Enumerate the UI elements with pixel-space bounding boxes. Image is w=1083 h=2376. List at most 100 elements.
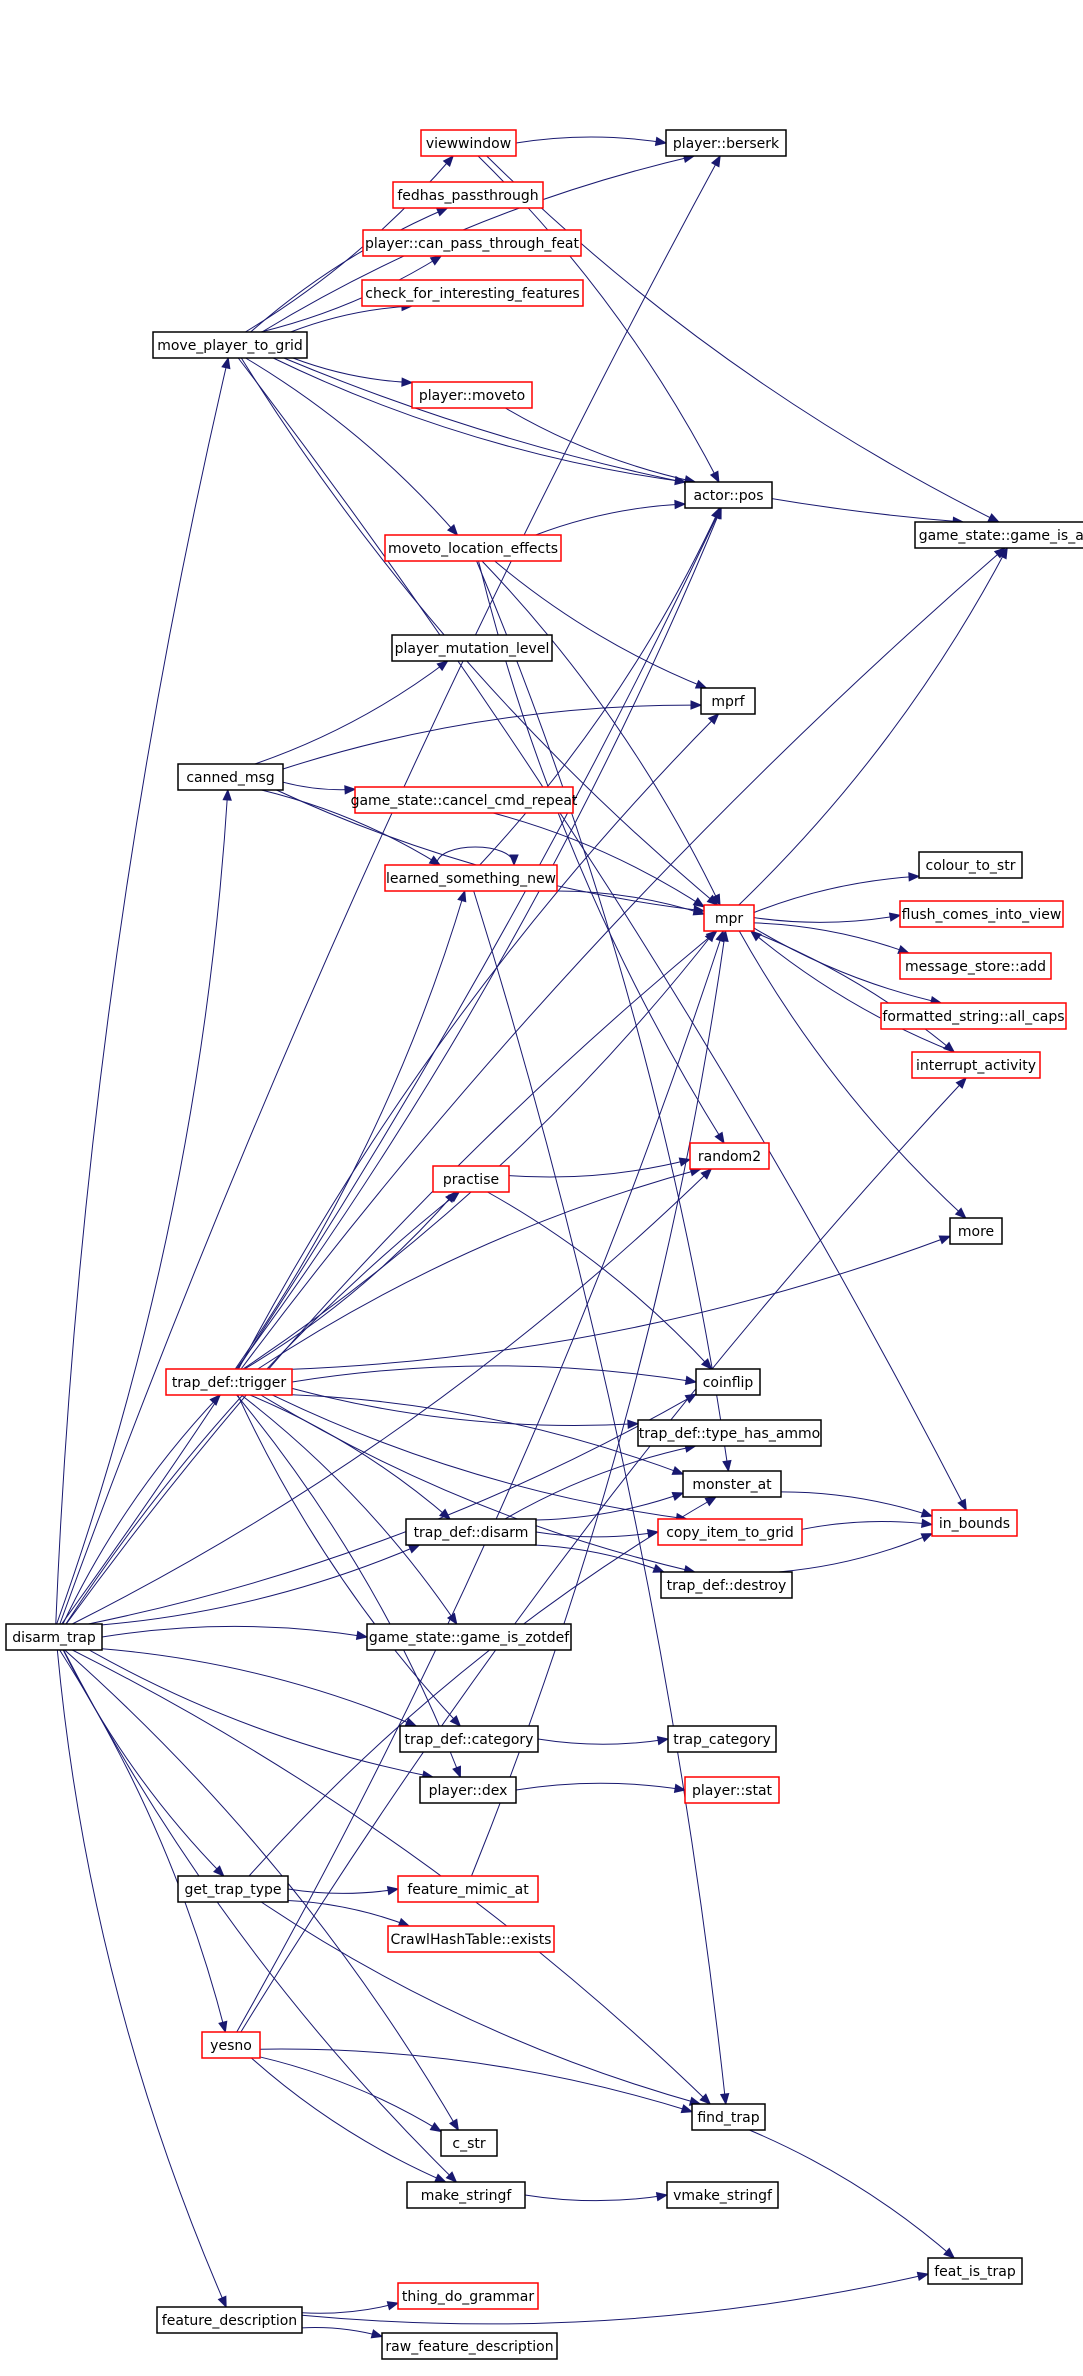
node-feature-mimic-at[interactable]: feature_mimic_at: [397, 1875, 539, 1903]
node-box[interactable]: [177, 763, 284, 791]
node-canned-msg[interactable]: canned_msg: [177, 763, 284, 791]
node-box[interactable]: [880, 1002, 1067, 1030]
node-colour-to-str[interactable]: colour_to_str: [918, 851, 1023, 879]
node-box[interactable]: [177, 1875, 289, 1903]
node-box[interactable]: [392, 181, 544, 209]
node-game-state-cancel-cmd-repeat[interactable]: game_state::cancel_cmd_repeat: [351, 786, 578, 814]
node-box[interactable]: [931, 1509, 1018, 1537]
node-player-stat[interactable]: player::stat: [684, 1776, 780, 1804]
node-feat-is-trap[interactable]: feat_is_trap: [927, 2257, 1023, 2285]
node-trap-def-category[interactable]: trap_def::category: [399, 1725, 539, 1753]
node-move-player-to-grid[interactable]: move_player_to_grid: [152, 331, 308, 359]
node-box[interactable]: [361, 279, 584, 307]
node-box[interactable]: [667, 1725, 777, 1753]
node-player-can-pass-through-feat[interactable]: player::can_pass_through_feat: [362, 229, 582, 257]
node-box[interactable]: [657, 1518, 803, 1546]
node-learned-something-new[interactable]: learned_something_new: [384, 864, 558, 892]
node-box[interactable]: [691, 2103, 766, 2131]
node-game-state-game-is-zotdef[interactable]: game_state::game_is_zotdef: [366, 1623, 572, 1651]
node-box[interactable]: [387, 1925, 555, 1953]
node-copy-item-to-grid[interactable]: copy_item_to_grid: [657, 1518, 803, 1546]
node-box[interactable]: [405, 1518, 537, 1546]
node-box[interactable]: [911, 1051, 1041, 1079]
node-yesno[interactable]: yesno: [201, 2031, 261, 2059]
node-coinflip[interactable]: coinflip: [695, 1368, 761, 1396]
node-trap-def-destroy[interactable]: trap_def::destroy: [660, 1571, 793, 1599]
node-box[interactable]: [354, 786, 574, 814]
node-crawlhashtable-exists[interactable]: CrawlHashTable::exists: [387, 1925, 555, 1953]
node-practise[interactable]: practise: [432, 1165, 510, 1193]
node-player-berserk[interactable]: player::berserk: [665, 129, 787, 157]
node-interrupt-activity[interactable]: interrupt_activity: [911, 1051, 1041, 1079]
node-box[interactable]: [362, 229, 582, 257]
node-box[interactable]: [397, 1875, 539, 1903]
node-box[interactable]: [384, 864, 558, 892]
node-c-str[interactable]: c_str: [440, 2129, 498, 2157]
node-box[interactable]: [914, 521, 1083, 549]
node-box[interactable]: [899, 900, 1064, 928]
node-in-bounds[interactable]: in_bounds: [931, 1509, 1018, 1537]
node-moveto-location-effects[interactable]: moveto_location_effects: [384, 534, 562, 562]
node-monster-at[interactable]: monster_at: [682, 1470, 782, 1498]
node-raw-feature-description[interactable]: raw_feature_description: [381, 2332, 558, 2360]
node-box[interactable]: [637, 1419, 822, 1447]
node-find-trap[interactable]: find_trap: [691, 2103, 766, 2131]
node-box[interactable]: [397, 2282, 539, 2310]
node-game-state-game-is-arena[interactable]: game_state::game_is_arena: [914, 521, 1083, 549]
node-fedhas-passthrough[interactable]: fedhas_passthrough: [392, 181, 544, 209]
node-box[interactable]: [695, 1368, 761, 1396]
node-disarm-trap[interactable]: disarm_trap: [5, 1623, 103, 1651]
node-box[interactable]: [384, 534, 562, 562]
node-box[interactable]: [660, 1571, 793, 1599]
node-feature-description[interactable]: feature_description: [156, 2306, 303, 2334]
node-box[interactable]: [391, 634, 553, 662]
node-box[interactable]: [156, 2306, 303, 2334]
node-trap-category[interactable]: trap_category: [667, 1725, 777, 1753]
node-box[interactable]: [899, 952, 1052, 980]
node-flush-comes-into-view[interactable]: flush_comes_into_view: [899, 900, 1064, 928]
node-check-for-interesting-features[interactable]: check_for_interesting_features: [361, 279, 584, 307]
node-trap-def-disarm[interactable]: trap_def::disarm: [405, 1518, 537, 1546]
node-box[interactable]: [366, 1623, 572, 1651]
node-box[interactable]: [684, 481, 773, 509]
node-more[interactable]: more: [949, 1217, 1003, 1245]
node-actor-pos[interactable]: actor::pos: [684, 481, 773, 509]
node-player-mutation-level[interactable]: player_mutation_level: [391, 634, 553, 662]
node-box[interactable]: [700, 687, 756, 715]
node-box[interactable]: [703, 904, 755, 932]
node-player-moveto[interactable]: player::moveto: [411, 381, 533, 409]
node-mpr[interactable]: mpr: [703, 904, 755, 932]
node-box[interactable]: [420, 129, 517, 157]
node-get-trap-type[interactable]: get_trap_type: [177, 1875, 289, 1903]
node-box[interactable]: [399, 1725, 539, 1753]
node-box[interactable]: [949, 1217, 1003, 1245]
node-mprf[interactable]: mprf: [700, 687, 756, 715]
node-box[interactable]: [440, 2129, 498, 2157]
node-make-stringf[interactable]: make_stringf: [406, 2181, 526, 2209]
node-box[interactable]: [666, 2181, 779, 2209]
node-box[interactable]: [684, 1776, 780, 1804]
node-player-dex[interactable]: player::dex: [419, 1776, 517, 1804]
node-trap-def-trigger[interactable]: trap_def::trigger: [165, 1368, 293, 1396]
node-box[interactable]: [381, 2332, 558, 2360]
node-thing-do-grammar[interactable]: thing_do_grammar: [397, 2282, 539, 2310]
node-box[interactable]: [411, 381, 533, 409]
node-box[interactable]: [665, 129, 787, 157]
node-box[interactable]: [406, 2181, 526, 2209]
node-box[interactable]: [432, 1165, 510, 1193]
node-box[interactable]: [5, 1623, 103, 1651]
node-box[interactable]: [419, 1776, 517, 1804]
node-vmake-stringf[interactable]: vmake_stringf: [666, 2181, 779, 2209]
node-trap-def-type-has-ammo[interactable]: trap_def::type_has_ammo: [637, 1419, 822, 1447]
node-box[interactable]: [689, 1142, 770, 1170]
node-box[interactable]: [682, 1470, 782, 1498]
node-box[interactable]: [927, 2257, 1023, 2285]
node-formatted-string-all-caps[interactable]: formatted_string::all_caps: [880, 1002, 1067, 1030]
node-viewwindow[interactable]: viewwindow: [420, 129, 517, 157]
node-box[interactable]: [152, 331, 308, 359]
node-message-store-add[interactable]: message_store::add: [899, 952, 1052, 980]
node-box[interactable]: [201, 2031, 261, 2059]
node-random2[interactable]: random2: [689, 1142, 770, 1170]
node-box[interactable]: [165, 1368, 293, 1396]
node-box[interactable]: [918, 851, 1023, 879]
